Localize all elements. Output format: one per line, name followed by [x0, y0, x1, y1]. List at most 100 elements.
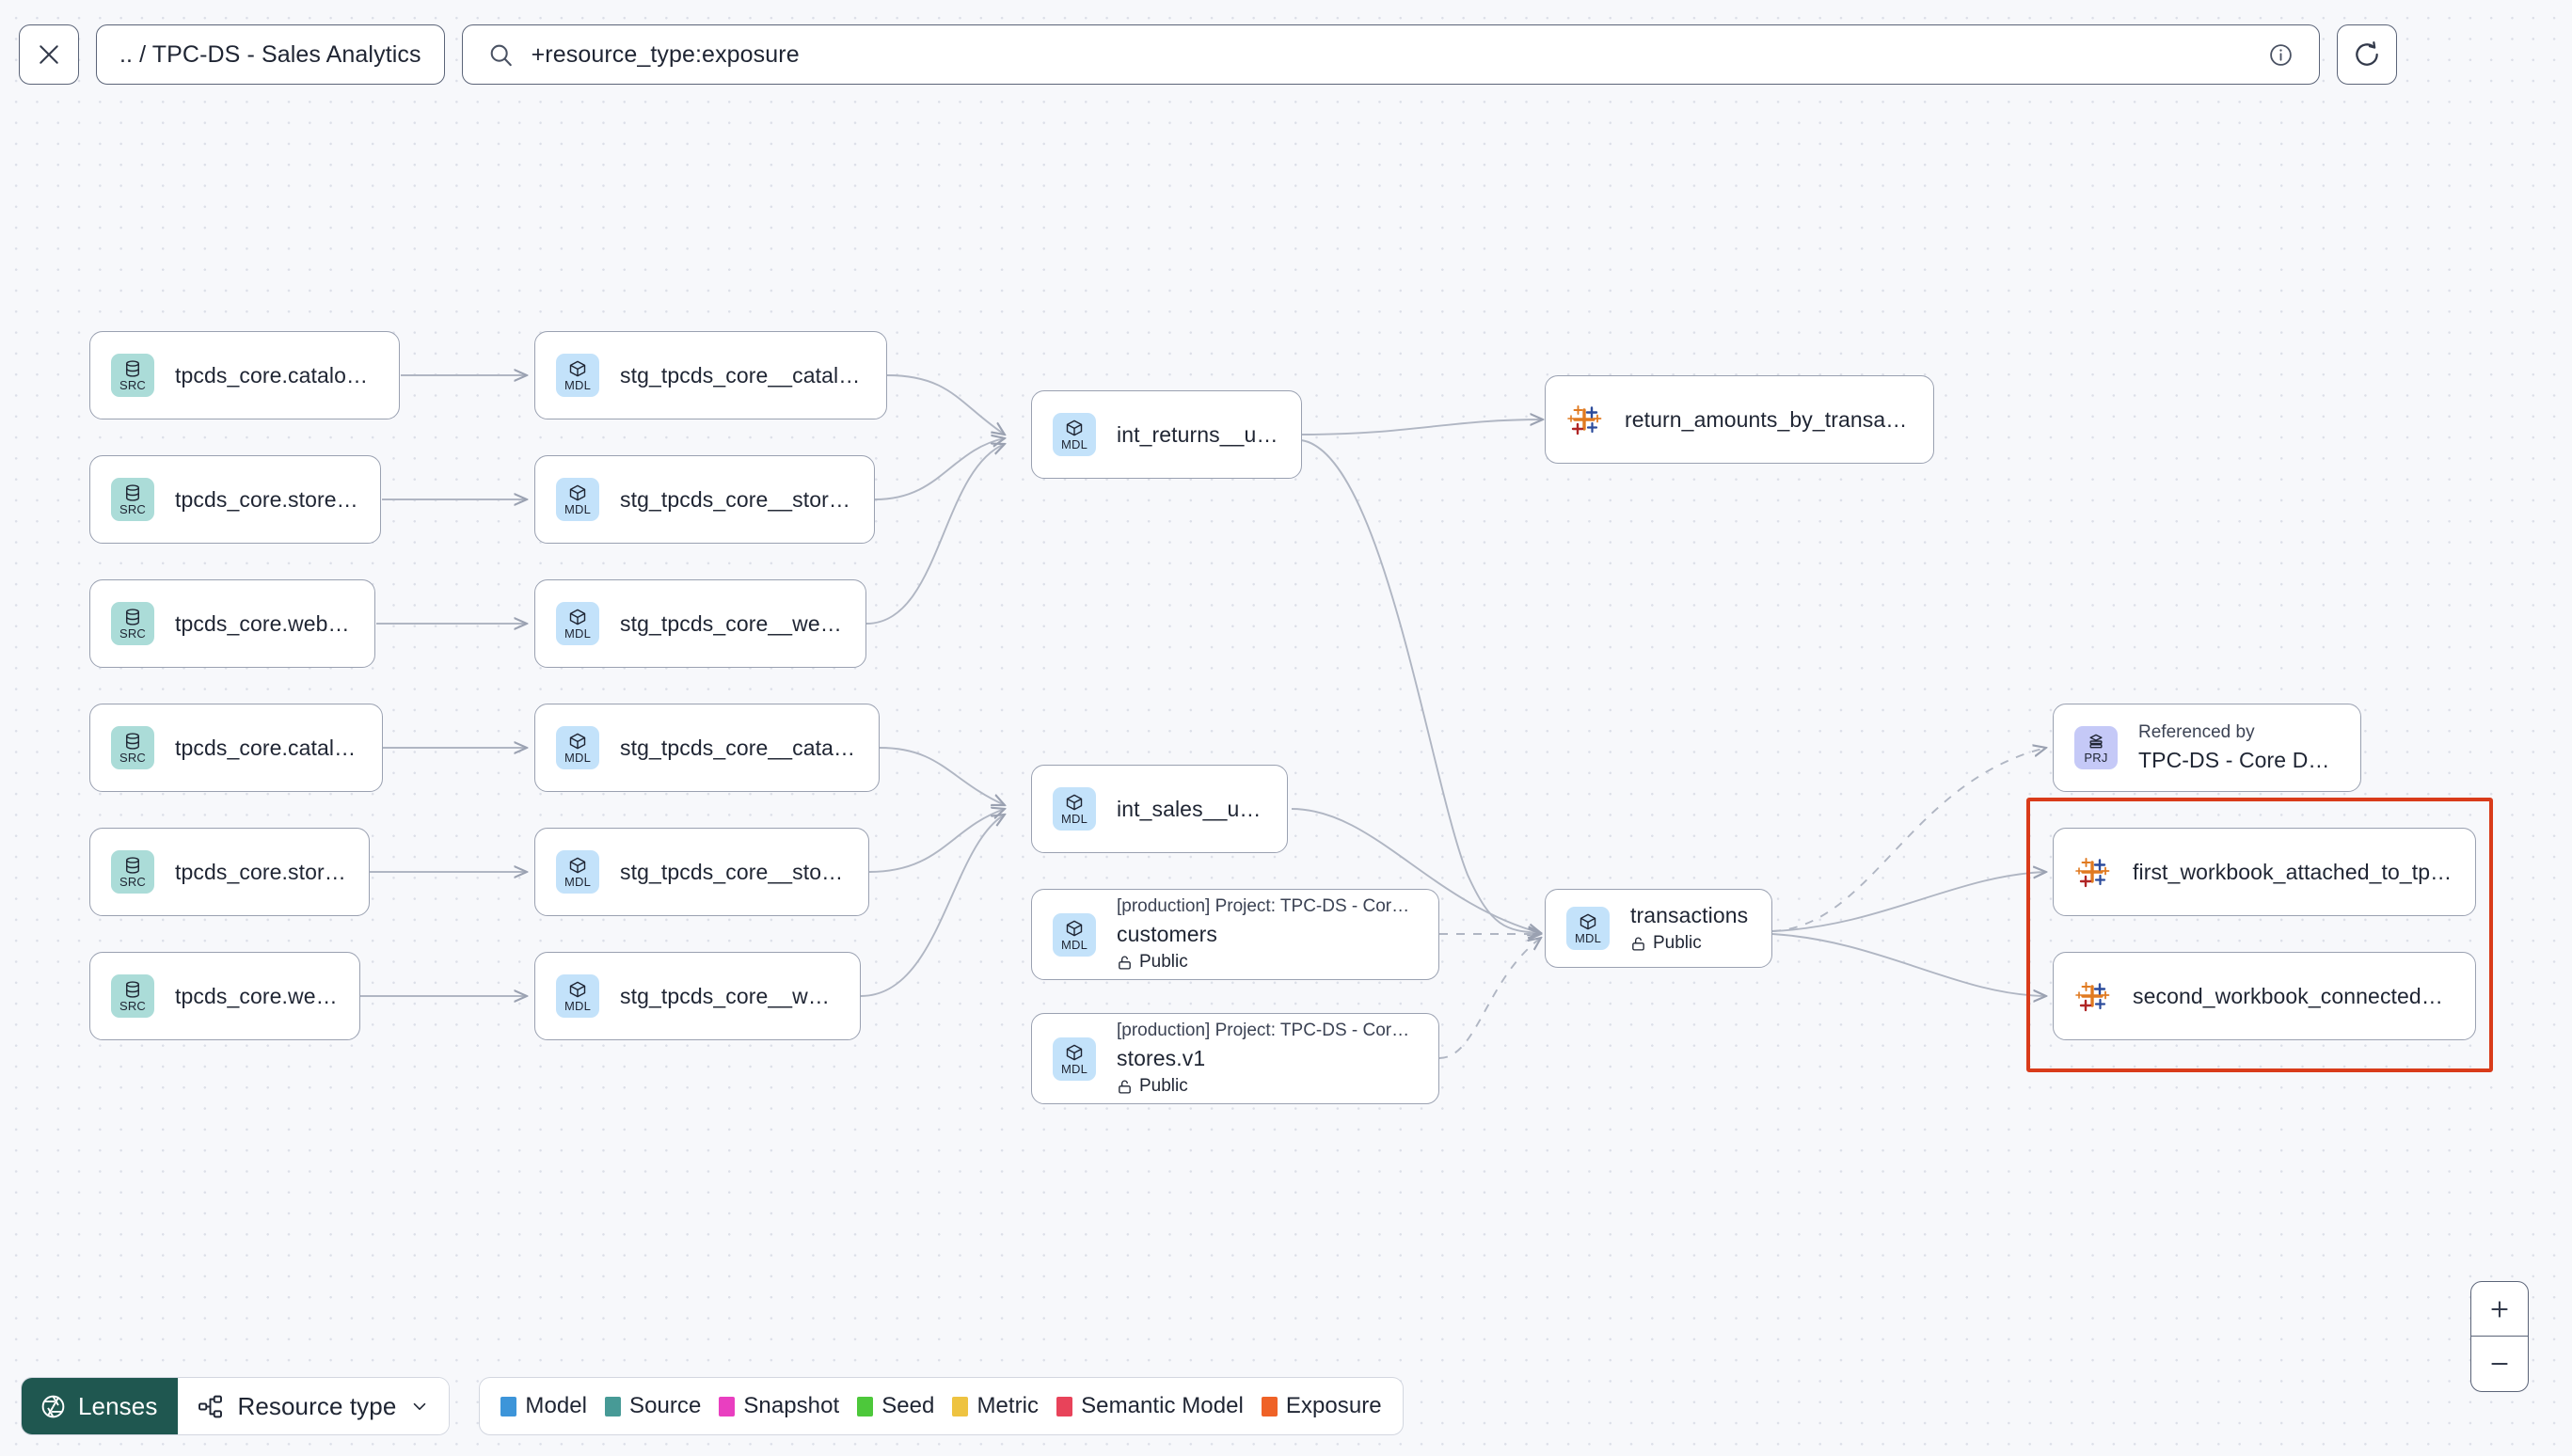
node-title: tpcds_core.web_sales	[175, 983, 339, 1008]
close-button[interactable]	[19, 24, 79, 85]
legend-item-exposure[interactable]: Exposure	[1261, 1393, 1382, 1419]
cube-icon	[569, 733, 586, 750]
source-badge: SRC	[111, 726, 154, 769]
badge-label: MDL	[564, 502, 592, 516]
badge-label: MDL	[564, 378, 592, 392]
model-badge: MDL	[1053, 1037, 1096, 1081]
node-source[interactable]: SRC tpcds_core.web_returns	[89, 579, 375, 668]
search-input[interactable]	[531, 40, 2250, 69]
node-model-stores[interactable]: MDL [production] Project: TPC-DS - Core …	[1031, 1013, 1439, 1104]
node-source[interactable]: SRC tpcds_core.store_returns	[89, 455, 381, 544]
legend-item-metric[interactable]: Metric	[952, 1393, 1039, 1419]
cube-icon	[1066, 1044, 1083, 1060]
node-model-customers[interactable]: MDL [production] Project: TPC-DS - Core …	[1031, 889, 1439, 980]
badge-label: MDL	[564, 626, 592, 641]
node-source[interactable]: SRC tpcds_core.web_sales	[89, 952, 360, 1040]
legend-item-seed[interactable]: Seed	[857, 1393, 934, 1419]
resource-type-dropdown[interactable]: Resource type	[178, 1378, 450, 1434]
node-project-reference[interactable]: PRJ Referenced by TPC-DS - Core Data Mod…	[2053, 704, 2361, 792]
node-title: customers	[1117, 922, 1217, 946]
node-source[interactable]: SRC tpcds_core.catalog_sales	[89, 704, 383, 792]
info-icon[interactable]	[2267, 41, 2294, 69]
node-source[interactable]: SRC tpcds_core.catalog_returns	[89, 331, 400, 419]
badge-label: MDL	[1060, 1061, 1088, 1076]
node-title: stores.v1	[1117, 1046, 1206, 1070]
source-badge: SRC	[111, 850, 154, 894]
legend-item-source[interactable]: Source	[605, 1393, 701, 1419]
node-model[interactable]: MDL stg_tpcds_core__store_sales	[534, 828, 869, 916]
legend-item-semantic-model[interactable]: Semantic Model	[1056, 1393, 1244, 1419]
node-exposure[interactable]: second_workbook_connected_to_live…	[2053, 952, 2476, 1040]
node-model[interactable]: MDL stg_tpcds_core__web_returns	[534, 579, 866, 668]
node-title: transactions	[1630, 903, 1749, 927]
legend-item-snapshot[interactable]: Snapshot	[719, 1393, 839, 1419]
legend-label: Source	[629, 1393, 702, 1418]
node-body: stg_tpcds_core__catalog_returns	[620, 363, 865, 388]
cube-icon	[569, 484, 586, 501]
node-title: tpcds_core.web_returns	[175, 610, 354, 636]
unlock-icon	[1119, 1080, 1131, 1094]
model-badge: MDL	[1053, 787, 1096, 831]
chevron-down-icon	[414, 1402, 426, 1410]
node-model[interactable]: MDL stg_tpcds_core__store_returns	[534, 455, 875, 544]
refresh-button[interactable]	[2336, 24, 2397, 85]
node-model-transactions[interactable]: MDL transactions Public	[1545, 889, 1772, 968]
close-icon	[40, 45, 58, 64]
zoom-controls	[2470, 1281, 2529, 1392]
legend-swatch	[1056, 1396, 1073, 1416]
cube-icon	[1066, 419, 1083, 436]
node-exposure[interactable]: first_workbook_attached_to_tpc-ds_-_…	[2053, 828, 2476, 916]
node-body: stg_tpcds_core__store_returns	[620, 487, 853, 513]
hierarchy-icon	[198, 1395, 223, 1417]
legend-label: Snapshot	[743, 1393, 840, 1418]
node-title: tpcds_core.catalog_returns	[175, 362, 378, 388]
resource-type-legend: Model Source Snapshot Seed Metric Semant…	[479, 1377, 1404, 1435]
node-access: Public	[1630, 933, 1748, 954]
node-title: tpcds_core.store_sales	[175, 859, 348, 884]
node-body: int_returns__unioned	[1117, 422, 1280, 448]
node-model-int-returns[interactable]: MDL int_returns__unioned	[1031, 390, 1302, 479]
node-project-label: [production] Project: TPC-DS - Core Data…	[1117, 1021, 1418, 1040]
node-body: return_amounts_by_transaction_type	[1625, 407, 1913, 433]
aperture-icon	[41, 1395, 65, 1417]
node-title: int_returns__unioned	[1117, 421, 1280, 447]
node-model[interactable]: MDL stg_tpcds_core__catalog_returns	[534, 331, 887, 419]
cube-icon	[569, 360, 586, 377]
database-icon	[126, 981, 139, 998]
badge-label: MDL	[564, 875, 592, 889]
node-model-int-sales[interactable]: MDL int_sales__unioned	[1031, 765, 1288, 853]
breadcrumb[interactable]: .. / TPC-DS - Sales Analytics	[96, 24, 445, 85]
lenses-button[interactable]: Lenses	[22, 1378, 179, 1434]
cube-icon	[1066, 794, 1083, 811]
database-icon	[126, 857, 139, 874]
search-bar[interactable]	[461, 24, 2320, 85]
cube-icon	[569, 981, 586, 998]
node-exposure-return-amounts[interactable]: return_amounts_by_transaction_type	[1545, 375, 1934, 464]
model-badge: MDL	[556, 850, 599, 894]
zoom-out-button[interactable]	[2471, 1337, 2528, 1391]
zoom-in-button[interactable]	[2471, 1282, 2528, 1337]
access-label: Public	[1653, 933, 1702, 953]
cube-icon	[1580, 913, 1596, 930]
model-badge: MDL	[1053, 413, 1096, 456]
legend-label: Model	[525, 1393, 588, 1418]
badge-label: SRC	[119, 875, 147, 889]
database-icon	[126, 609, 139, 625]
search-icon	[490, 44, 512, 66]
node-source[interactable]: SRC tpcds_core.store_sales	[89, 828, 370, 916]
tableau-exposure-icon	[1567, 405, 1602, 435]
refresh-icon	[2355, 41, 2378, 66]
access-label: Public	[1139, 952, 1188, 972]
node-body: stg_tpcds_core__web_sales	[620, 984, 839, 1009]
node-title: int_sales__unioned	[1117, 796, 1266, 821]
node-project-label: [production] Project: TPC-DS - Core Data…	[1117, 896, 1418, 916]
node-model[interactable]: MDL stg_tpcds_core__web_sales	[534, 952, 861, 1040]
resource-type-label: Resource type	[237, 1391, 397, 1420]
node-body: int_sales__unioned	[1117, 797, 1266, 822]
legend-item-model[interactable]: Model	[500, 1393, 587, 1419]
cube-icon	[1066, 920, 1083, 936]
layers-icon	[2089, 734, 2103, 749]
node-model[interactable]: MDL stg_tpcds_core__catalog_sales	[534, 704, 880, 792]
top-toolbar: .. / TPC-DS - Sales Analytics	[0, 0, 2572, 109]
